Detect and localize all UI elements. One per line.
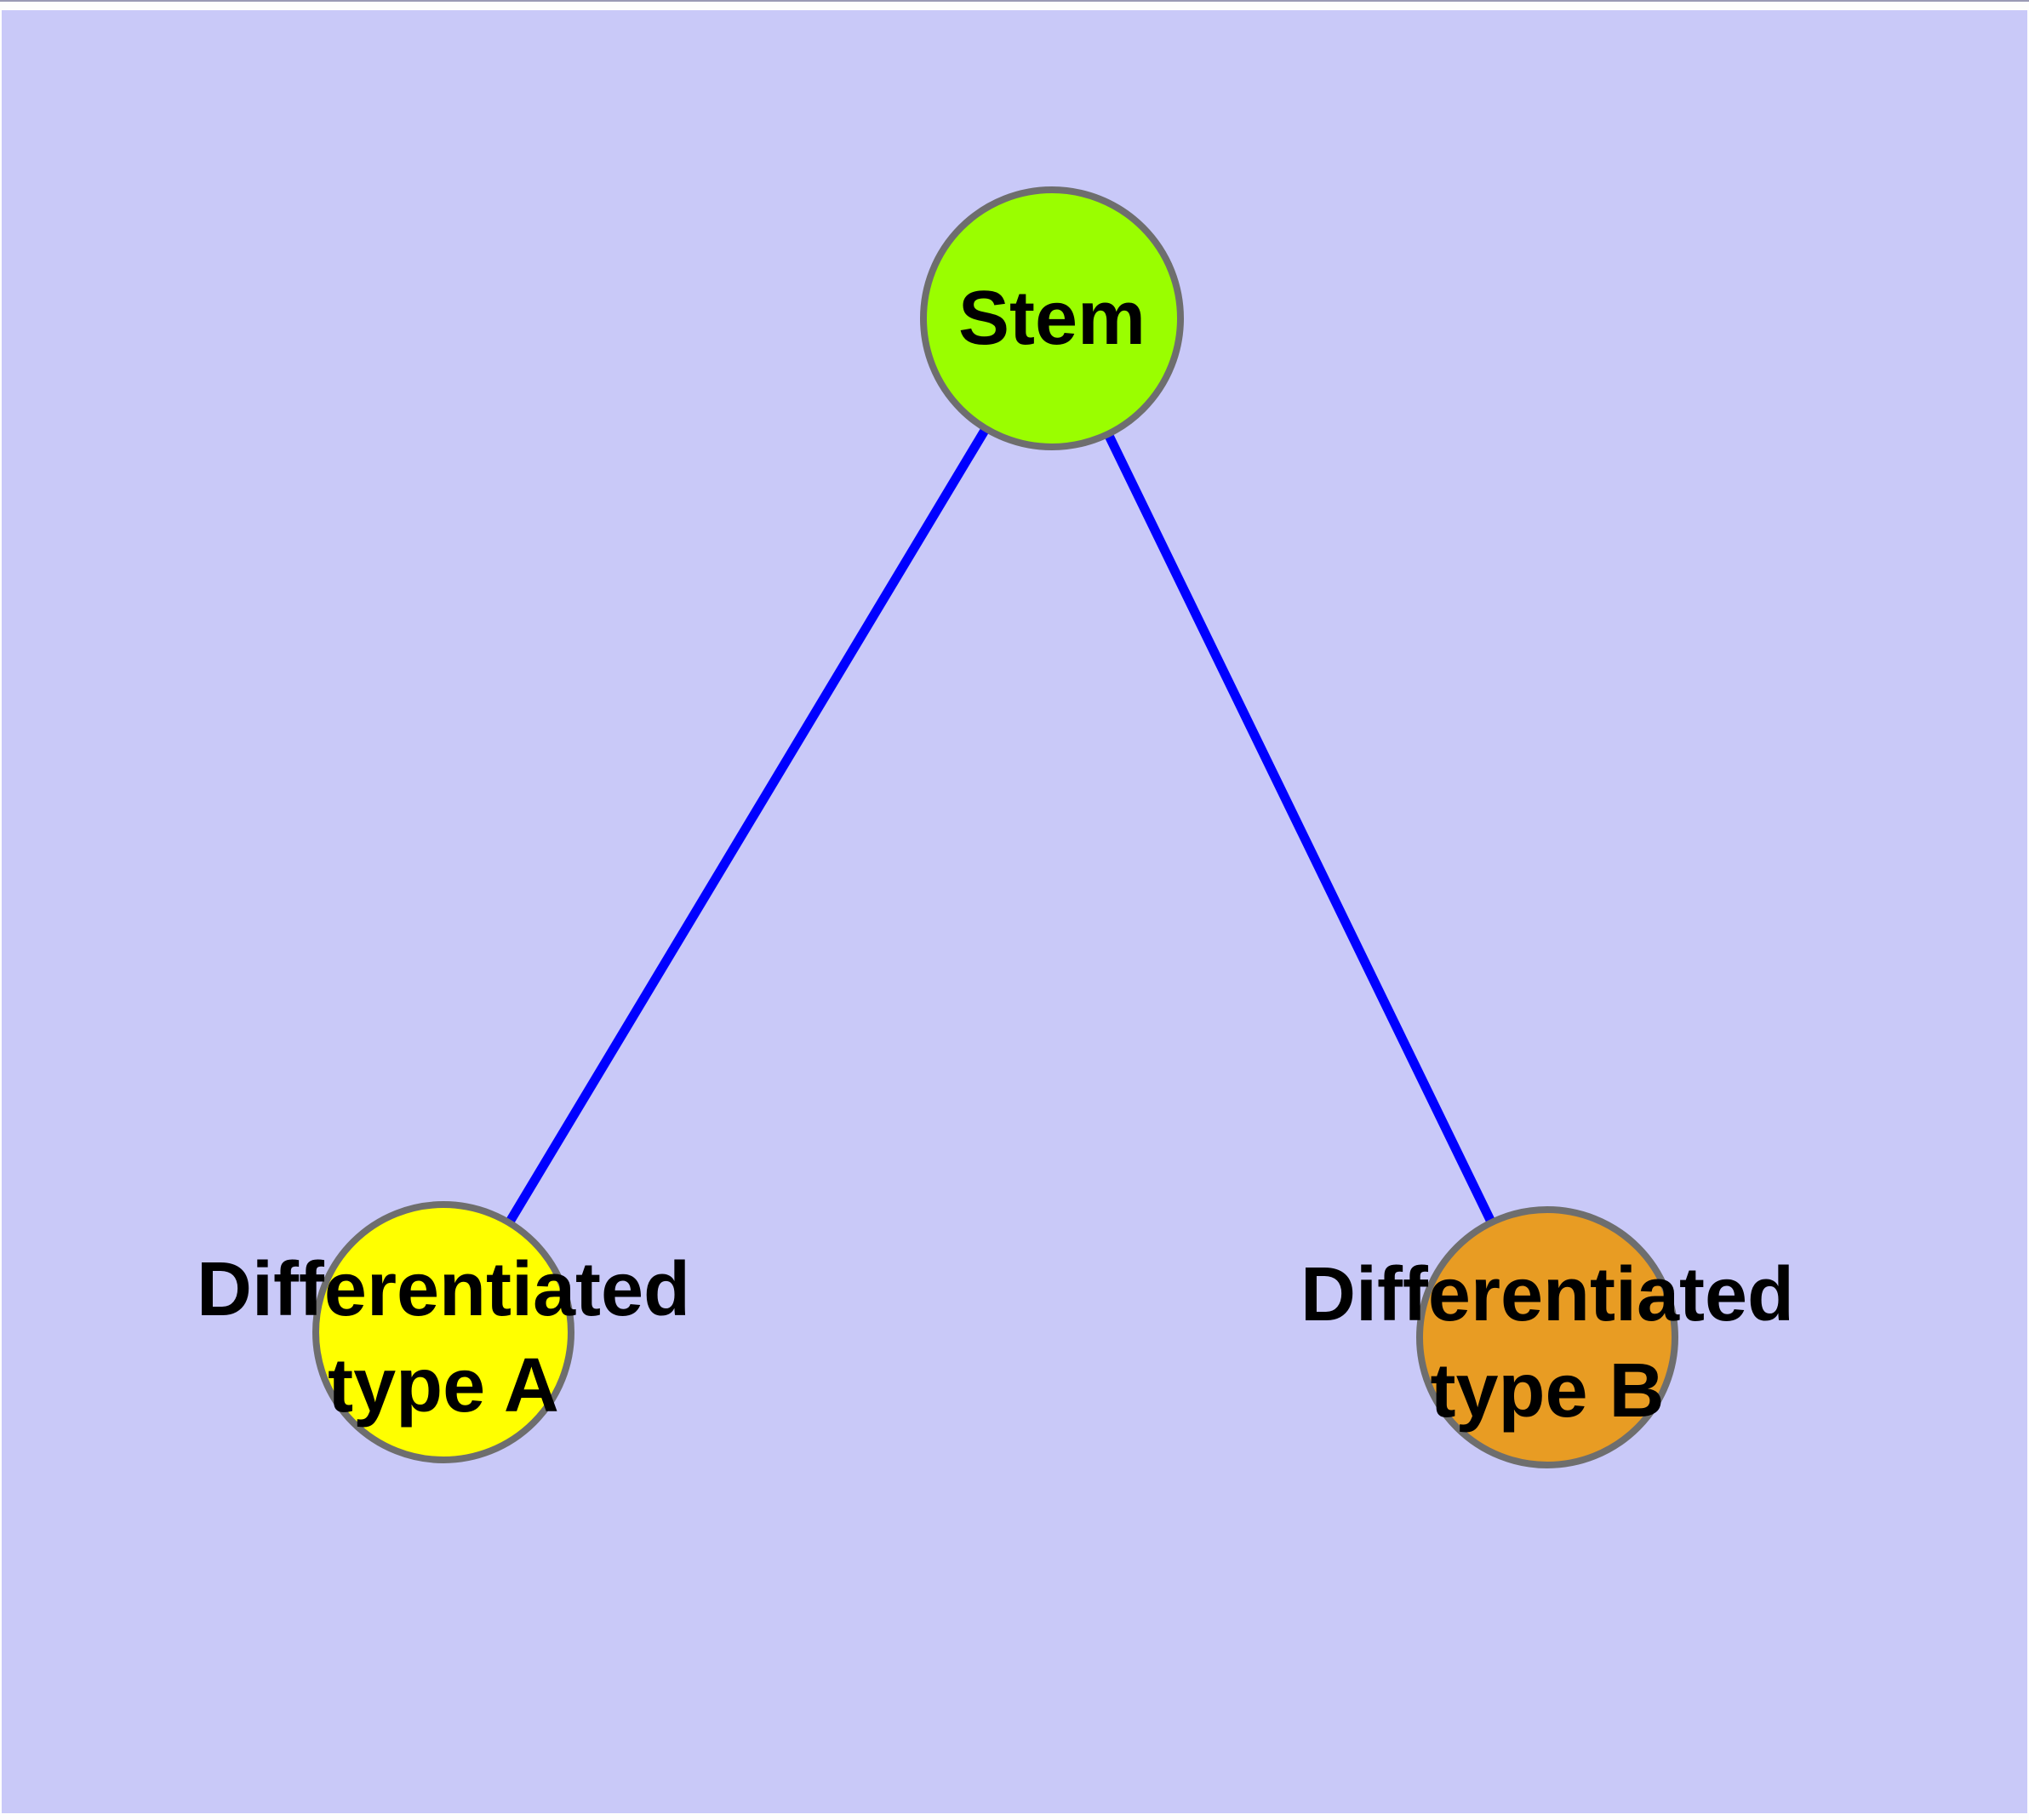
nodes-layer (312, 186, 1678, 1468)
edges-layer (439, 316, 1552, 1340)
edge-stem-to-type-a (439, 316, 1056, 1335)
window-top-line (0, 0, 2029, 2)
node-stem-circle[interactable] (920, 186, 1184, 450)
node-stem-label: Stem (958, 276, 1146, 361)
node-type-b-circle[interactable] (1416, 1206, 1678, 1468)
node-type-a-circle[interactable] (312, 1201, 574, 1463)
edge-stem-to-type-b (1048, 316, 1552, 1340)
